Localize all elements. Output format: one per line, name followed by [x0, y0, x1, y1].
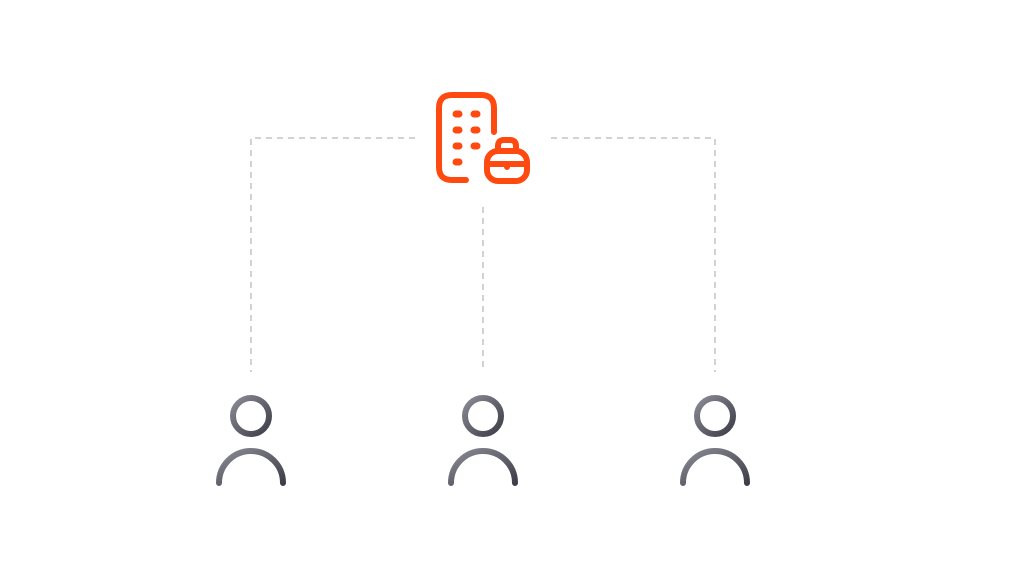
user-icon	[216, 395, 286, 486]
connector-right	[551, 137, 716, 372]
user-icon	[448, 395, 518, 486]
connector-left	[250, 137, 415, 372]
building-briefcase-icon	[436, 92, 530, 184]
user-icon	[680, 395, 750, 486]
